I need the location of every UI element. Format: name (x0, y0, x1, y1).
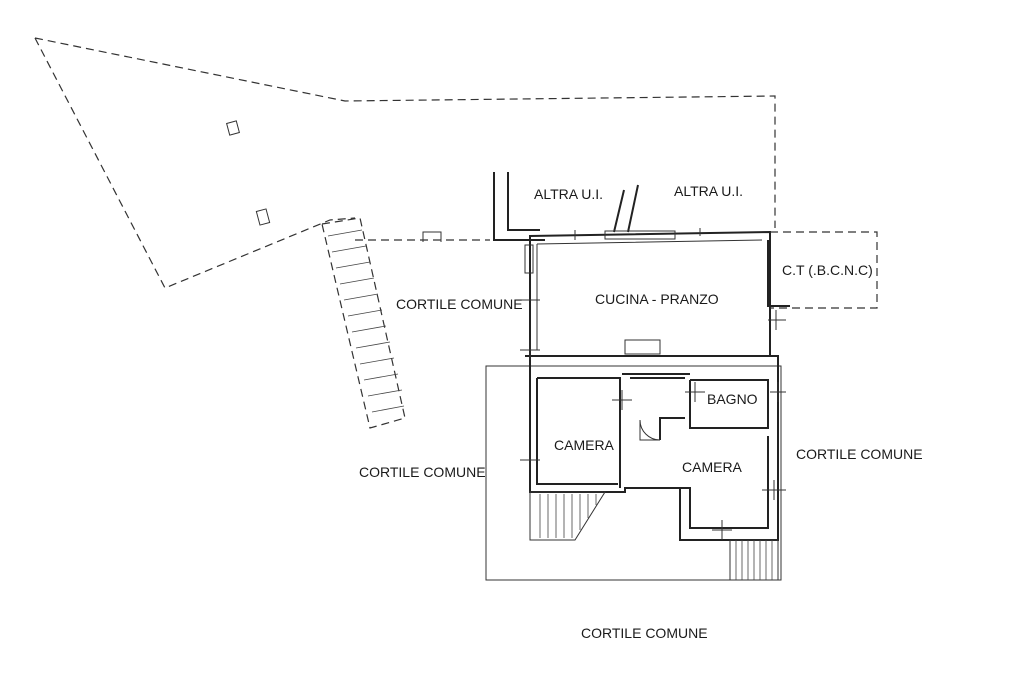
label-cortile-comune-4: CORTILE COMUNE (581, 625, 708, 641)
small-post-2 (255, 208, 271, 226)
chimney (624, 339, 661, 355)
bedrooms-inner-walls (536, 373, 769, 488)
camera-2-walls (660, 436, 769, 529)
label-camera-1: CAMERA (554, 437, 615, 453)
window-cucina-top (604, 230, 676, 240)
label-camera-2: CAMERA (682, 459, 743, 475)
outdoor-staircase (321, 217, 406, 429)
altra-ui-walls (493, 172, 639, 241)
gate-mark (422, 231, 442, 242)
label-cucina-pranzo: CUCINA - PRANZO (595, 291, 719, 307)
ct-wall (767, 240, 790, 307)
label-altra-ui-1: ALTRA U.I. (534, 186, 603, 202)
label-ct: C.T (.B.C.N.C) (782, 262, 873, 278)
property-boundary-diagonal (34, 37, 356, 289)
courtyard-enclosure (485, 365, 782, 581)
label-bagno: BAGNO (707, 391, 758, 407)
label-altra-ui-2: ALTRA U.I. (674, 183, 743, 199)
small-post-1 (226, 120, 240, 136)
window-crosses (520, 228, 786, 540)
label-cortile-comune-1: CORTILE COMUNE (396, 296, 523, 312)
bathroom-door-swing (639, 419, 661, 441)
stairs-bottom-right (729, 539, 779, 581)
label-cortile-comune-2: CORTILE COMUNE (359, 464, 486, 480)
cucina-inner-wall (536, 239, 763, 350)
property-boundary-dashed (34, 37, 776, 228)
label-cortile-comune-3: CORTILE COMUNE (796, 446, 923, 462)
interior-door-swing (639, 420, 660, 441)
stairs-bottom-left (529, 491, 606, 541)
window-cucina-left (524, 244, 534, 274)
ct-annex-dashed (770, 231, 878, 309)
